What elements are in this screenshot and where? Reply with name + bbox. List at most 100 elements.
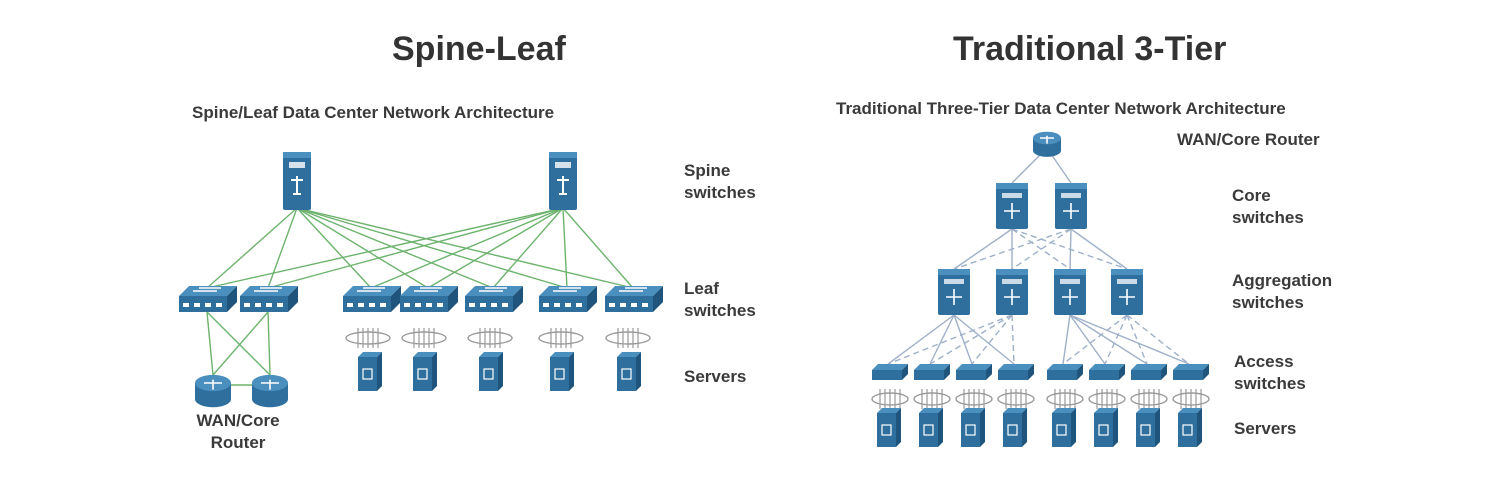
leaf-switch <box>400 286 458 312</box>
agg-access-link <box>1062 314 1071 365</box>
core-agg-link <box>1011 228 1128 270</box>
server-icon <box>1136 408 1160 447</box>
nic-bundle <box>605 328 651 348</box>
agg-access-link <box>1126 314 1148 365</box>
nic-bundle <box>538 328 584 348</box>
core-agg-link <box>1070 228 1128 270</box>
agg-access-link <box>971 314 1013 365</box>
leaf-switch <box>539 286 597 312</box>
router-icon <box>195 374 231 408</box>
spine-leaf-link <box>206 207 298 289</box>
leaf-router-link <box>267 311 271 376</box>
server-icon <box>1052 408 1076 447</box>
access-switch <box>956 364 992 380</box>
three-tier-title: Traditional 3-Tier <box>953 30 1227 68</box>
router-icon <box>252 374 288 408</box>
aggregation-switch <box>938 269 970 315</box>
core-agg-link <box>1011 228 1072 270</box>
access-switch <box>914 364 950 380</box>
spine-leaf-link <box>492 207 564 289</box>
server-icon <box>358 352 382 391</box>
agg-access-link <box>1069 314 1106 365</box>
spine-leaf-subtitle: Spine/Leaf Data Center Network Architect… <box>192 103 555 122</box>
nic-bundle <box>1046 389 1084 409</box>
leaf-router-link <box>206 311 214 376</box>
spine-leaf-link <box>296 207 429 289</box>
server-icon <box>617 352 641 391</box>
access-switch <box>872 364 908 380</box>
spine-leaf-link <box>296 207 634 289</box>
aggregation-switch <box>1054 269 1086 315</box>
agg-access-link <box>887 314 955 365</box>
agg-access-link <box>1011 314 1015 365</box>
agg-access-link <box>887 314 1013 365</box>
spine-leaf-title: Spine-Leaf <box>392 30 566 68</box>
agg-access-link <box>1069 314 1190 365</box>
spine-leaf-link <box>267 207 564 289</box>
three-tier-subtitle: Traditional Three-Tier Data Center Netwo… <box>836 99 1286 118</box>
nic-bundle <box>913 389 951 409</box>
wan-router-icon <box>1033 131 1061 157</box>
access-switch <box>1089 364 1125 380</box>
agg-access-link <box>1069 314 1148 365</box>
spine-leaf-link <box>296 207 568 289</box>
server-icon <box>479 352 503 391</box>
agg-access-link <box>929 314 1013 365</box>
leaf-router-link <box>212 311 269 376</box>
server-icon <box>877 408 901 447</box>
core-switch <box>996 183 1028 229</box>
access-switch <box>1047 364 1083 380</box>
spine-leaf-link <box>427 207 564 289</box>
spine-leaf-link <box>296 207 372 289</box>
spine-leaf-link <box>267 207 298 289</box>
agg-access-link <box>929 314 955 365</box>
three-tier-servers-label: Servers <box>1234 419 1297 438</box>
access-switch <box>1173 364 1209 380</box>
agg-access-link <box>953 314 973 365</box>
nic-bundle <box>1130 389 1168 409</box>
spine-switch <box>283 152 311 210</box>
leaf-switch <box>605 286 663 312</box>
agg-access-link <box>1062 314 1128 365</box>
server-icon <box>919 408 943 447</box>
core-agg-link <box>1011 228 1071 270</box>
nic-bundle <box>467 328 513 348</box>
server-icon <box>1178 408 1202 447</box>
leaf-router-link <box>206 311 271 376</box>
server-icon <box>550 352 574 391</box>
spine-leaf-servers-label: Servers <box>684 367 747 386</box>
aggregation-switch <box>1111 269 1143 315</box>
access-switch <box>998 364 1034 380</box>
server-icon <box>1003 408 1027 447</box>
core-agg-link <box>953 228 1072 270</box>
nic-bundle <box>1088 389 1126 409</box>
leaf-switch <box>179 286 237 312</box>
agg-access-link <box>1126 314 1190 365</box>
spine-leaf-link <box>562 207 568 289</box>
spine-leaf-link <box>370 207 564 289</box>
server-icon <box>961 408 985 447</box>
nic-bundle <box>955 389 993 409</box>
server-icon <box>413 352 437 391</box>
spine-leaf-link <box>206 207 564 289</box>
leaf-switch <box>465 286 523 312</box>
agg-access-link <box>1104 314 1128 365</box>
server-icon <box>1094 408 1118 447</box>
spine-leaf-link <box>296 207 494 289</box>
nic-bundle <box>997 389 1035 409</box>
spine-switch <box>549 152 577 210</box>
core-agg-link <box>1069 228 1072 270</box>
nic-bundle <box>401 328 447 348</box>
core-switch <box>1055 183 1087 229</box>
access-switch <box>1131 364 1167 380</box>
aggregation-switch <box>996 269 1028 315</box>
core-agg-link <box>953 228 1013 270</box>
leaf-switch <box>343 286 401 312</box>
nic-bundle <box>1172 389 1210 409</box>
wan-core-router-label-3tier: WAN/Core Router <box>1177 130 1320 149</box>
